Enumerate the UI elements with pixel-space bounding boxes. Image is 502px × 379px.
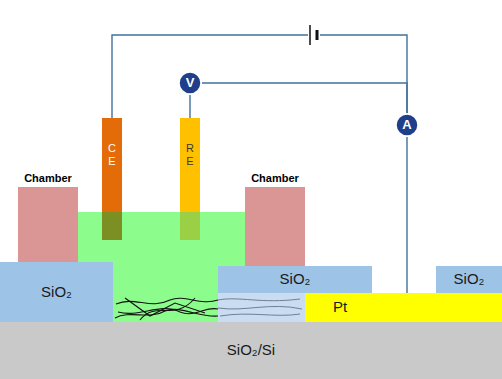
reference-electrode: R E xyxy=(180,118,200,240)
meter-letter: V xyxy=(186,76,195,90)
circuit-wire xyxy=(112,35,407,118)
counter-electrode: C E xyxy=(102,118,122,240)
layer-label: Pt xyxy=(333,299,347,316)
porous-channel xyxy=(218,293,305,322)
circuit-wire xyxy=(406,137,407,293)
substrate: SiO₂/Si xyxy=(0,322,502,379)
oxide-layer: SiO₂ xyxy=(436,266,502,293)
chamber-label: Chamber xyxy=(24,172,72,184)
meter-letter: A xyxy=(402,118,411,132)
layer-label: SiO₂ xyxy=(41,284,72,301)
platinum-electrode: Pt xyxy=(305,293,502,322)
circuit-wire xyxy=(189,95,190,118)
layer-label: SiO₂/Si xyxy=(227,342,275,359)
chamber-wall: Chamber xyxy=(245,187,305,266)
layer-label: SiO₂ xyxy=(280,271,311,288)
nanowire-network xyxy=(115,298,218,320)
chamber-wall: Chamber xyxy=(18,187,78,262)
oxide-layer: SiO₂ xyxy=(218,266,372,293)
circuit-wire xyxy=(202,83,407,113)
voltmeter-symbol: V xyxy=(178,71,202,95)
chamber-label: Chamber xyxy=(251,172,299,184)
battery-symbol xyxy=(308,25,320,45)
layer-label: SiO₂ xyxy=(454,271,485,288)
layer-label: C E xyxy=(107,142,118,167)
layer-label: R E xyxy=(185,142,196,167)
oxide-layer: SiO₂ xyxy=(0,262,113,322)
ammeter-symbol: A xyxy=(395,113,419,137)
buried-nanowires xyxy=(218,299,302,316)
